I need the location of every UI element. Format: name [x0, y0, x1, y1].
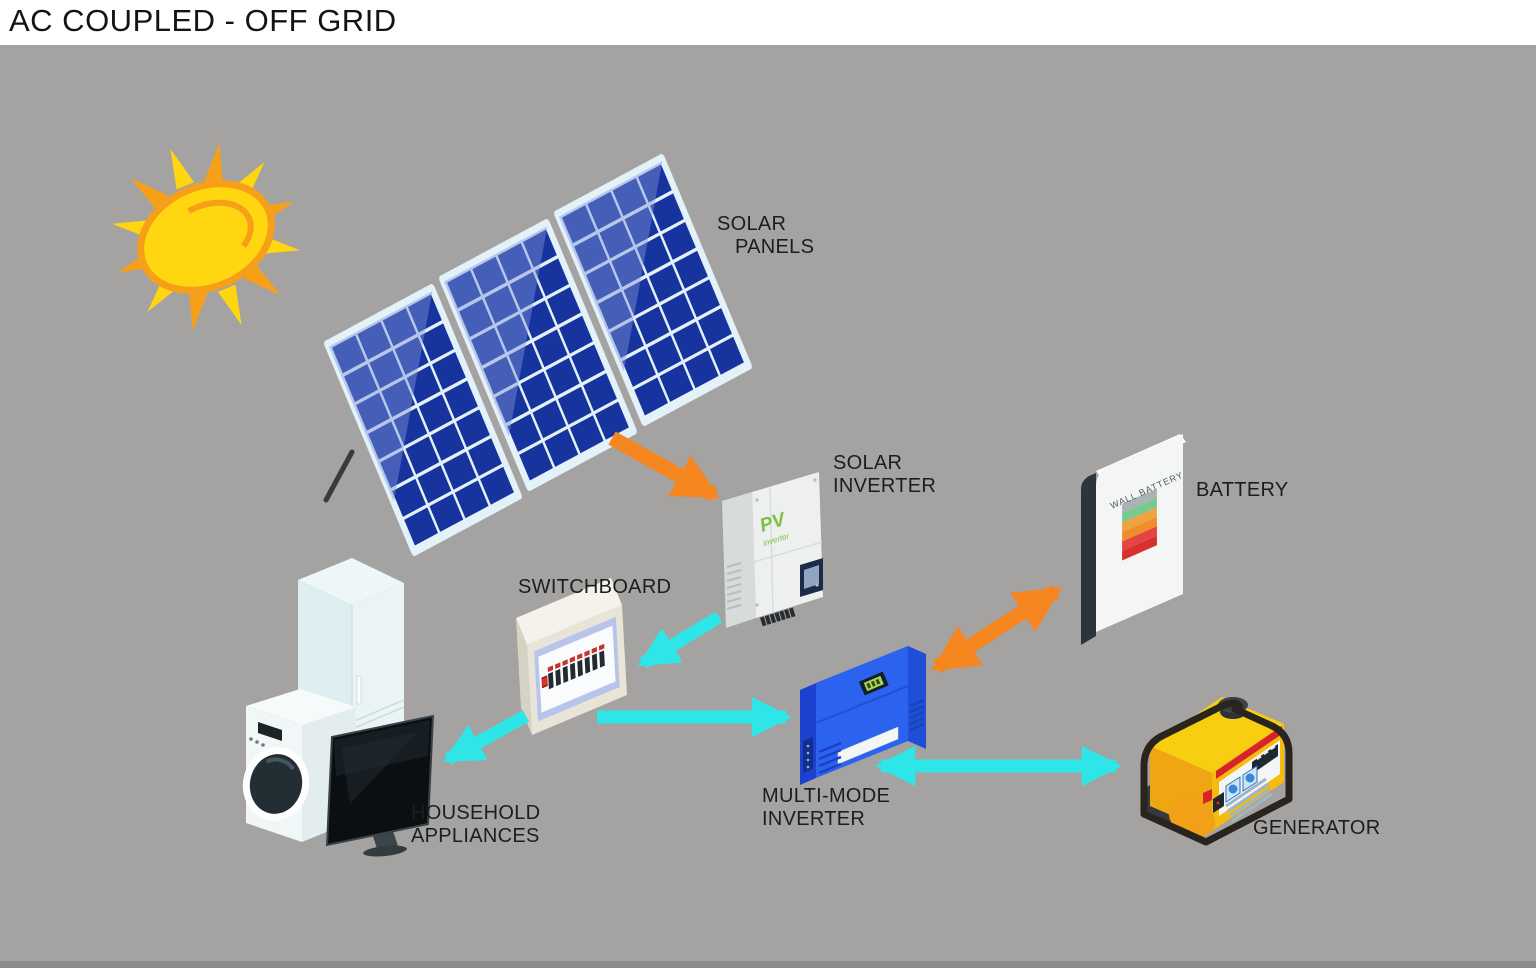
- label-solar-panels-line1: SOLAR: [717, 213, 787, 235]
- multi-mode-inverter: [800, 646, 926, 785]
- connection-arrows: [442, 431, 1123, 787]
- label-switchboard: SWITCHBOARD: [518, 576, 672, 598]
- switchboard: [516, 578, 627, 735]
- generator: [1140, 697, 1293, 846]
- label-solar-inverter: SOLAR INVERTER: [833, 452, 936, 498]
- label-solar-inverter-line1: SOLAR: [833, 452, 903, 474]
- solar-inverter: PV inverter: [722, 472, 823, 628]
- multimode-terminal: [803, 737, 813, 773]
- switchboard-side: [516, 618, 532, 735]
- solar-panels: [323, 154, 752, 556]
- panel-array: [324, 154, 752, 556]
- label-solar-panels-line2: PANELS: [735, 236, 815, 258]
- multimode-slot: [837, 726, 899, 765]
- generator-stripe: [1216, 726, 1282, 779]
- solar-panel: [439, 219, 637, 491]
- arrow-solar-inverter-to-switchboard: [637, 611, 723, 669]
- solar-inverter-side: [722, 492, 756, 628]
- solar-panel: [324, 284, 522, 556]
- generator-frame: [1140, 699, 1293, 846]
- battery-level-indicator: [1122, 488, 1157, 561]
- arrow-multimode-battery: [931, 584, 1062, 674]
- battery: WALL BATTERY: [1081, 434, 1186, 645]
- arrow-panels-to-solar-inverter: [608, 431, 721, 502]
- solar-panel: [554, 154, 752, 426]
- arrow-switchboard-to-appliances: [442, 710, 530, 765]
- label-solar-panels: SOLAR PANELS: [717, 213, 814, 259]
- label-household-line1: HOUSEHOLD: [411, 802, 541, 824]
- household-appliances: [242, 558, 435, 857]
- battery-side: [1081, 473, 1096, 645]
- panel-support-leg: [323, 449, 355, 503]
- label-battery: BATTERY: [1196, 479, 1289, 501]
- bottom-edge: [0, 961, 1536, 968]
- washer-door: [242, 747, 310, 821]
- label-multimode-line1: MULTI-MODE: [762, 785, 891, 807]
- washer-display: [258, 722, 282, 741]
- multimode-right: [908, 646, 926, 749]
- solar-inverter-vents: [726, 562, 742, 610]
- solar-inverter-connectors: [760, 607, 796, 627]
- generator-vents: [1225, 777, 1273, 823]
- generator-outlets: [1225, 765, 1258, 803]
- page-title: AC COUPLED - OFF GRID: [9, 3, 397, 38]
- label-household-line2: APPLIANCES: [411, 825, 540, 847]
- multimode-vents: [818, 698, 925, 775]
- label-multi-mode-inverter: MULTI-MODE INVERTER: [762, 785, 890, 831]
- sun-icon: [111, 142, 301, 332]
- multimode-display: [858, 671, 889, 696]
- label-household-appliances: HOUSEHOLD APPLIANCES: [411, 802, 540, 848]
- title-bar: AC COUPLED - OFF GRID: [0, 0, 1536, 45]
- breaker-row: [547, 643, 605, 690]
- tv-icon: [325, 714, 435, 857]
- label-solar-inverter-line2: INVERTER: [833, 475, 937, 497]
- switchboard-top: [516, 578, 622, 645]
- label-multimode-line2: INVERTER: [762, 808, 866, 830]
- label-generator: GENERATOR: [1253, 817, 1381, 839]
